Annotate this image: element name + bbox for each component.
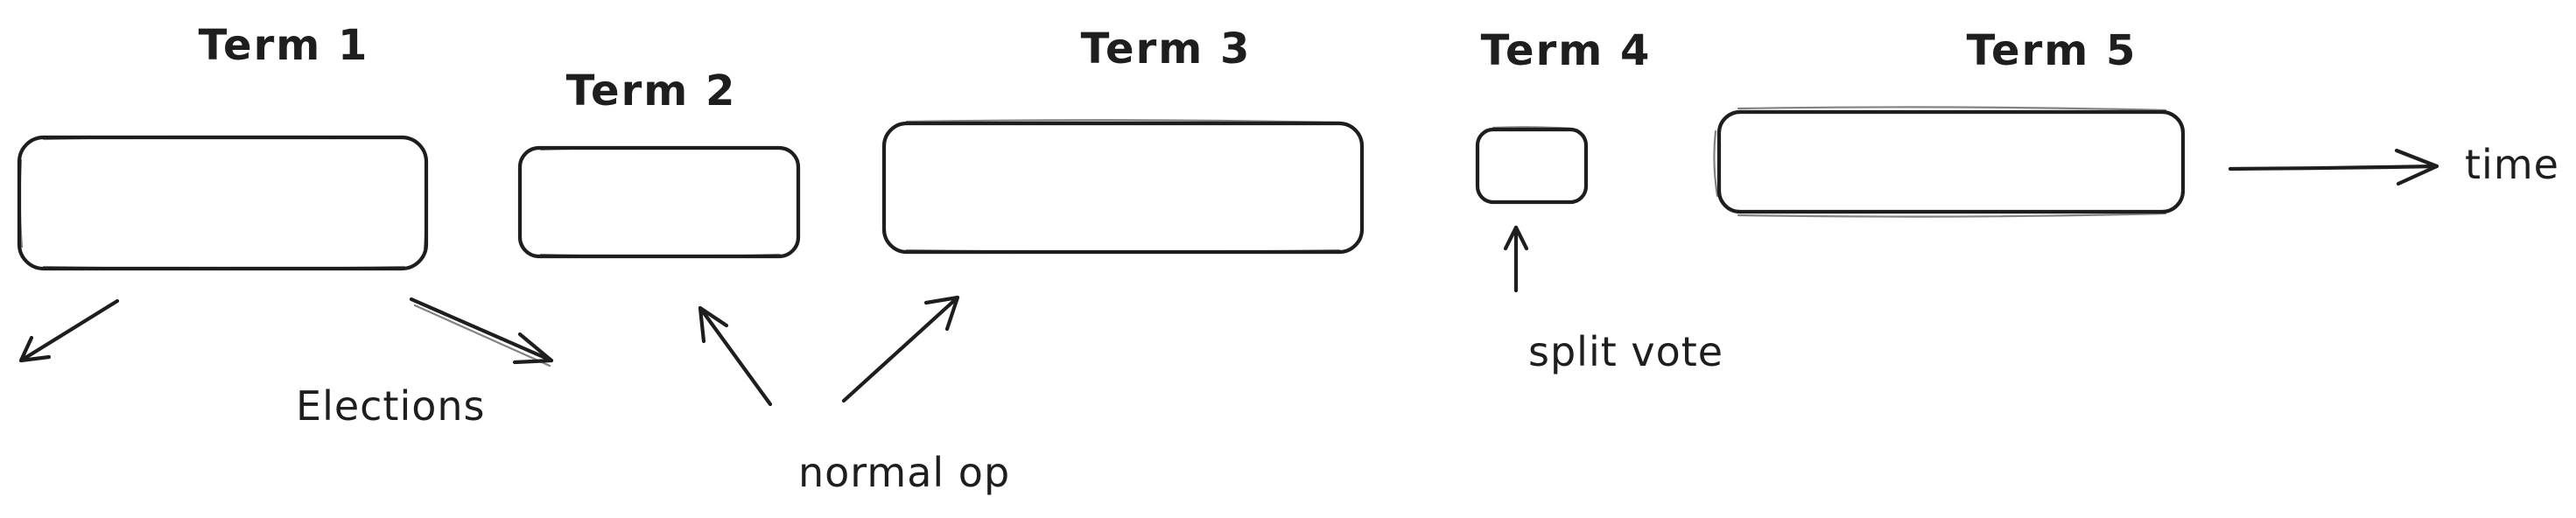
election-arrow-left — [18, 298, 120, 363]
split-vote-arrow — [1503, 225, 1529, 293]
term-1-box — [17, 135, 429, 271]
election-arrow-right — [409, 297, 554, 368]
normal-op-arrow-to-term-3 — [841, 295, 960, 403]
term-5-box — [1713, 106, 2186, 218]
term-3-box — [881, 119, 1365, 255]
normal-op-arrow-to-term-2 — [698, 305, 773, 407]
normal-op-label: normal op — [798, 449, 1010, 496]
time-arrow — [2228, 148, 2439, 186]
term-2-label: Term 2 — [566, 66, 737, 116]
term-1-label: Term 1 — [199, 21, 369, 70]
time-label: time — [2465, 141, 2559, 188]
split-vote-label: split vote — [1528, 328, 1723, 375]
elections-label: Elections — [296, 382, 486, 430]
term-2-box — [517, 145, 801, 259]
term-4-label: Term 4 — [1481, 26, 1652, 75]
term-4-box — [1475, 126, 1589, 205]
term-5-label: Term 5 — [1967, 26, 2137, 75]
term-3-label: Term 3 — [1081, 24, 1252, 74]
